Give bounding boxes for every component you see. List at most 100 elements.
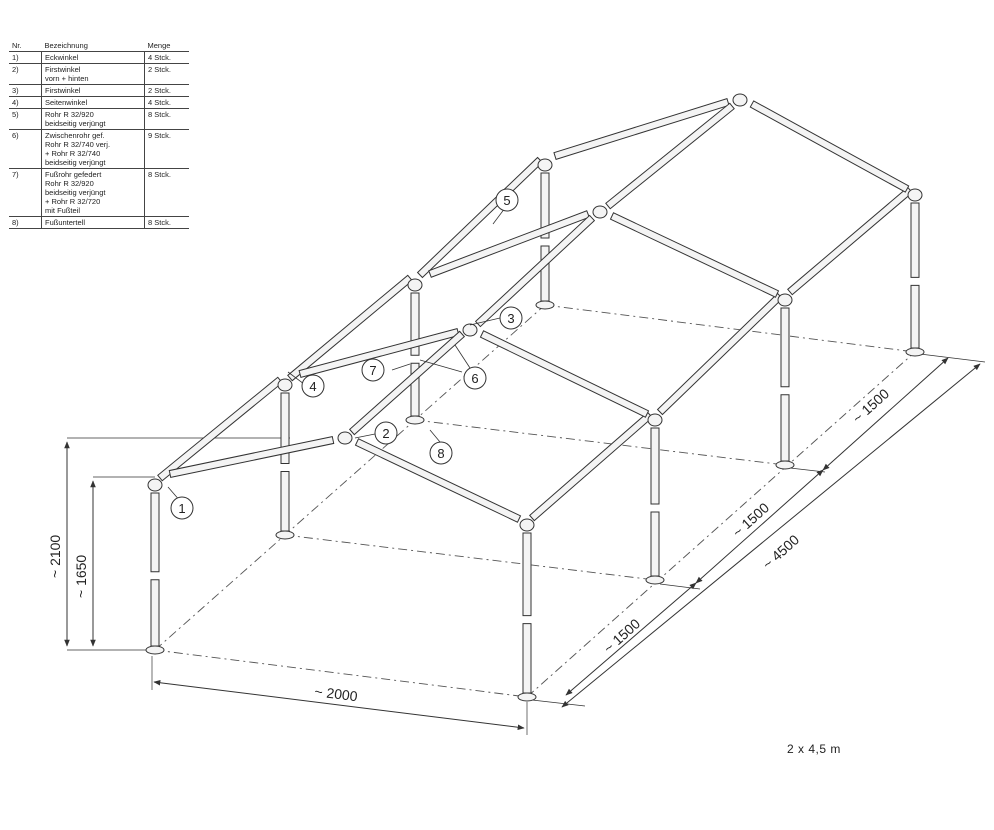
pipe-segment: [605, 102, 735, 210]
callout-circle: [495, 188, 519, 212]
pipe-joint: [462, 323, 478, 337]
callout-8: 8: [429, 441, 453, 465]
foot-plate: [405, 415, 425, 425]
part-description-line: Zwischenrohr gef.: [45, 131, 105, 140]
pipe-segment: [280, 471, 290, 532]
pipe-joint: [277, 378, 293, 392]
callout-circle: [361, 358, 385, 382]
part-number: 1): [9, 51, 42, 64]
pipe-segment: [780, 307, 790, 388]
foot-plate: [275, 530, 295, 540]
foot-plate: [775, 460, 795, 470]
callout-2: 2: [374, 421, 398, 445]
pipe-segment: [150, 579, 160, 647]
part-quantity: 2 Stck.: [144, 63, 189, 85]
part-quantity: 9 Stck.: [144, 129, 189, 169]
pipe-joint: [519, 518, 535, 532]
pipe-joint: [907, 188, 923, 202]
pipe-joint: [537, 158, 553, 172]
part-description: Firstwinkel: [41, 84, 145, 97]
part-quantity: 8 Stck.: [144, 108, 189, 130]
header-nr: Nr.: [9, 40, 42, 52]
part-quantity: 8 Stck.: [144, 216, 189, 229]
callout-5: 5: [495, 188, 519, 212]
pipe-segment: [522, 532, 532, 617]
pipe-segment: [656, 292, 784, 416]
callout-number: 5: [503, 193, 510, 208]
callout-number: 1: [178, 501, 185, 516]
callout-number: 2: [382, 426, 389, 441]
callout-circle: [499, 306, 523, 330]
pipe-segment: [522, 623, 532, 694]
part-number: 5): [9, 108, 42, 130]
part-description-line: Rohr R 32/740 verj.: [45, 140, 111, 149]
foot-plate: [645, 575, 665, 585]
callout-number: 4: [309, 379, 316, 394]
part-description-line: Fußuntertell: [45, 218, 86, 227]
pipe-segment: [528, 411, 654, 522]
pipe-segment: [650, 511, 660, 577]
pipe-segment: [553, 98, 730, 160]
pipe-joint: [147, 478, 163, 492]
part-description-line: mit Fußteil: [45, 206, 81, 215]
parts-table-row: 8)Fußuntertell 8 Stck.: [9, 216, 189, 229]
pipe-joint: [732, 93, 748, 107]
part-quantity: 2 Stck.: [144, 84, 189, 97]
callout-circle: [301, 374, 325, 398]
part-description-line: beidseitig verjüngt: [45, 188, 106, 197]
header-name: Bezeichnung: [41, 40, 145, 52]
pipe-segment: [650, 427, 660, 505]
part-number: 4): [9, 96, 42, 109]
pipe-segment: [150, 492, 160, 573]
callout-number: 3: [507, 311, 514, 326]
pipe-joint: [592, 205, 608, 219]
part-description-line: beidseitig verjüngt: [45, 119, 106, 128]
pipe-segment: [428, 210, 590, 278]
callout-circle: [429, 441, 453, 465]
dim-length-total: ~ 4500: [759, 531, 802, 572]
frame-pipes: [145, 93, 925, 702]
parts-table-row: 6)Zwischenrohr gef.Rohr R 32/740 verj.+ …: [9, 129, 189, 169]
pipe-segment: [416, 156, 544, 279]
part-description: Seitenwinkel: [41, 96, 145, 109]
pipe-segment: [910, 202, 920, 278]
pipe-joint: [337, 431, 353, 445]
foot-plate: [517, 692, 537, 702]
part-number: 8): [9, 216, 42, 229]
dimension-lines: [64, 353, 986, 735]
part-number: 3): [9, 84, 42, 97]
part-description: Eckwinkel: [41, 51, 145, 64]
size-label: 2 x 4,5 m: [787, 742, 841, 756]
dim-height-total: ~ 2100: [47, 535, 63, 578]
part-description-line: Firstwinkel: [45, 65, 81, 74]
header-qty: Menge: [144, 40, 189, 52]
pipe-joint: [407, 278, 423, 292]
callout-1: 1: [170, 496, 194, 520]
callout-number: 7: [369, 363, 376, 378]
parts-table-header: Nr. Bezeichnung Menge: [9, 40, 189, 52]
foot-plate: [145, 645, 165, 655]
dimension-texts: ~ 2100 ~ 1650 ~ 2000 ~ 1500 ~ 1500 ~ 150…: [47, 385, 892, 704]
pipe-segment: [168, 435, 335, 479]
part-quantity: 8 Stck.: [144, 168, 189, 217]
pipe-joint: [647, 413, 663, 427]
part-description-line: + Rohr R 32/740: [45, 149, 101, 158]
part-description-line: beidseitig verjüngt: [45, 158, 106, 167]
pipe-segment: [787, 186, 913, 296]
callout-leaders: [167, 207, 506, 503]
part-description-line: vorn + hinten: [45, 74, 89, 83]
callout-number: 8: [437, 446, 444, 461]
pipe-joint: [777, 293, 793, 307]
part-number: 2): [9, 63, 42, 85]
part-description-line: Seitenwinkel: [45, 98, 88, 107]
